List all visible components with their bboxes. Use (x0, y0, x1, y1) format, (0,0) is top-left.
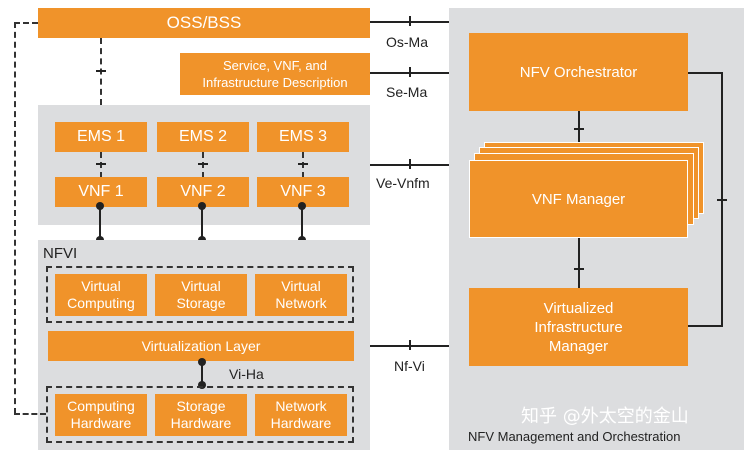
ve-vnfm-tick (409, 159, 411, 169)
right-bracket-bottom (688, 325, 723, 327)
nf-vi-label: Nf-Vi (394, 358, 425, 374)
vnf-nfvi-dot-3a (298, 202, 306, 210)
vnf-nfvi-link-2 (201, 205, 203, 242)
hardware-group (46, 386, 354, 443)
ems-vnf-link-2 (202, 152, 204, 178)
ems-vnf-tick-3 (298, 163, 308, 165)
virtual-network-box: Virtual Network (255, 274, 347, 316)
vnf-nfvi-dot-2a (198, 202, 206, 210)
network-hardware-box: Network Hardware (255, 394, 347, 436)
vnfm-vim-tick (574, 268, 584, 270)
ems-2-box: EMS 2 (157, 122, 249, 152)
left-loop-vertical (14, 22, 16, 414)
virtual-resources-group (46, 266, 354, 323)
virtualization-layer-box: Virtualization Layer (48, 331, 354, 361)
vi-ha-dot-top (198, 358, 206, 366)
vnf-nfvi-dot-1a (96, 202, 104, 210)
ems-vnf-link-1 (100, 152, 102, 178)
os-ma-label: Os-Ma (386, 34, 428, 50)
right-bracket-top (688, 72, 722, 74)
virtual-computing-box: Virtual Computing (55, 274, 147, 316)
ems-vnf-link-3 (302, 152, 304, 178)
left-loop-top (14, 22, 38, 24)
vi-ha-label: Vi-Ha (229, 366, 264, 382)
se-ma-tick (409, 67, 411, 77)
ems-1-box: EMS 1 (55, 122, 147, 152)
right-bracket-tick (717, 199, 727, 201)
nfvi-title: NFVI (43, 245, 78, 262)
vnf-3-box: VNF 3 (257, 177, 349, 207)
service-description-box: Service, VNF, and Infrastructure Descrip… (180, 53, 370, 95)
vnf-nfvi-link-3 (301, 205, 303, 242)
nfv-orchestrator-box: NFV Orchestrator (469, 33, 688, 111)
oss-bss-box: OSS/BSS (38, 8, 370, 38)
oss-ems-tick (96, 70, 106, 72)
virtual-storage-box: Virtual Storage (155, 274, 247, 316)
se-ma-label: Se-Ma (386, 84, 428, 100)
computing-hardware-box: Computing Hardware (55, 394, 147, 436)
ems-vnf-tick-1 (96, 163, 106, 165)
ems-vnf-tick-2 (198, 163, 208, 165)
vi-ha-dot-bottom (198, 381, 206, 389)
vnf-manager-box: VNF Manager (469, 160, 688, 238)
left-loop-bottom (14, 413, 46, 415)
ve-vnfm-label: Ve-Vnfm (376, 175, 430, 191)
os-ma-tick (409, 16, 411, 26)
mano-title: NFV Management and Orchestration (468, 429, 681, 444)
vi-ha-link (201, 361, 203, 387)
vim-box: Virtualized Infrastructure Manager (469, 288, 688, 366)
orch-vnfm-tick (574, 128, 584, 130)
storage-hardware-box: Storage Hardware (155, 394, 247, 436)
vnfm-vim-link (578, 238, 580, 288)
watermark-text: 知乎 @外太空的金山 (521, 406, 689, 427)
ems-3-box: EMS 3 (257, 122, 349, 152)
nf-vi-tick (409, 340, 411, 350)
vnf-nfvi-link-1 (99, 205, 101, 242)
